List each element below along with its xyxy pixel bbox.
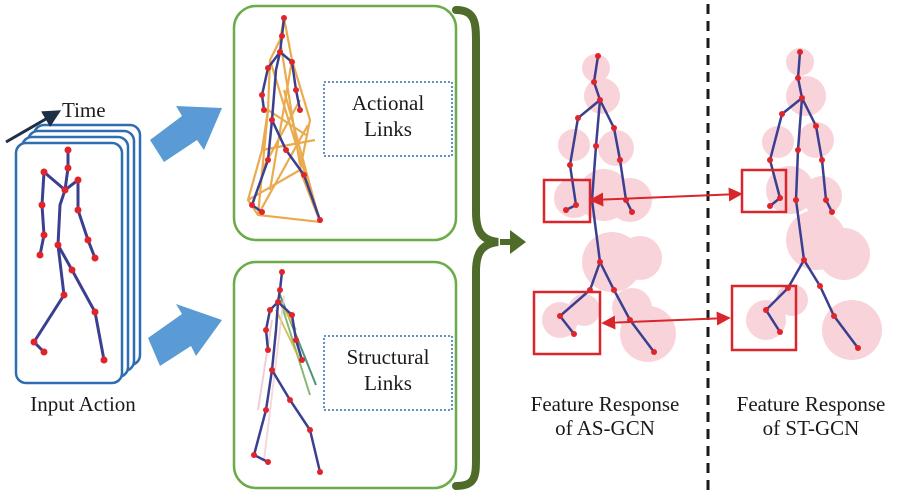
arrow-to-structural [148,304,222,366]
actional-label: Actional Links [324,90,452,143]
stgcn-caption-line1: Feature Response [736,392,886,416]
foot-comparison-arrow [601,311,731,330]
hand-comparison-arrow [589,187,743,207]
asgcn-caption-line2: of AS-GCN [555,416,655,441]
input-action-caption: Input Action [30,392,136,416]
actional-panel [232,4,458,242]
structural-label-box [323,335,453,411]
actional-label-box [323,81,453,157]
asgcn-foot-highlight [532,290,602,356]
time-label: Time [62,98,106,122]
stgcn-foot-highlight [730,284,798,352]
structural-label: Structural Links [324,344,452,397]
structural-joints [251,269,323,475]
stgcn-caption-line2: of ST-GCN [762,416,860,441]
time-arrow [5,110,62,144]
structural-label-line1: Structural [346,345,430,369]
brace-arrow-head [510,230,526,254]
stgcn-joints [763,49,861,351]
actional-label-line1: Actional [351,91,425,115]
input-joints [30,146,108,364]
arrow-to-actional [150,106,222,162]
stgcn-caption: Feature Response of ST-GCN [716,392,906,440]
asgcn-caption-line1: Feature Response [530,392,680,416]
stgcn-response-blobs [746,48,882,360]
actional-joints [249,15,323,223]
merge-brace [452,6,499,490]
actional-label-line2: Links [364,117,412,142]
asgcn-caption: Feature Response of AS-GCN [510,392,700,440]
structural-label-line2: Links [364,371,412,396]
